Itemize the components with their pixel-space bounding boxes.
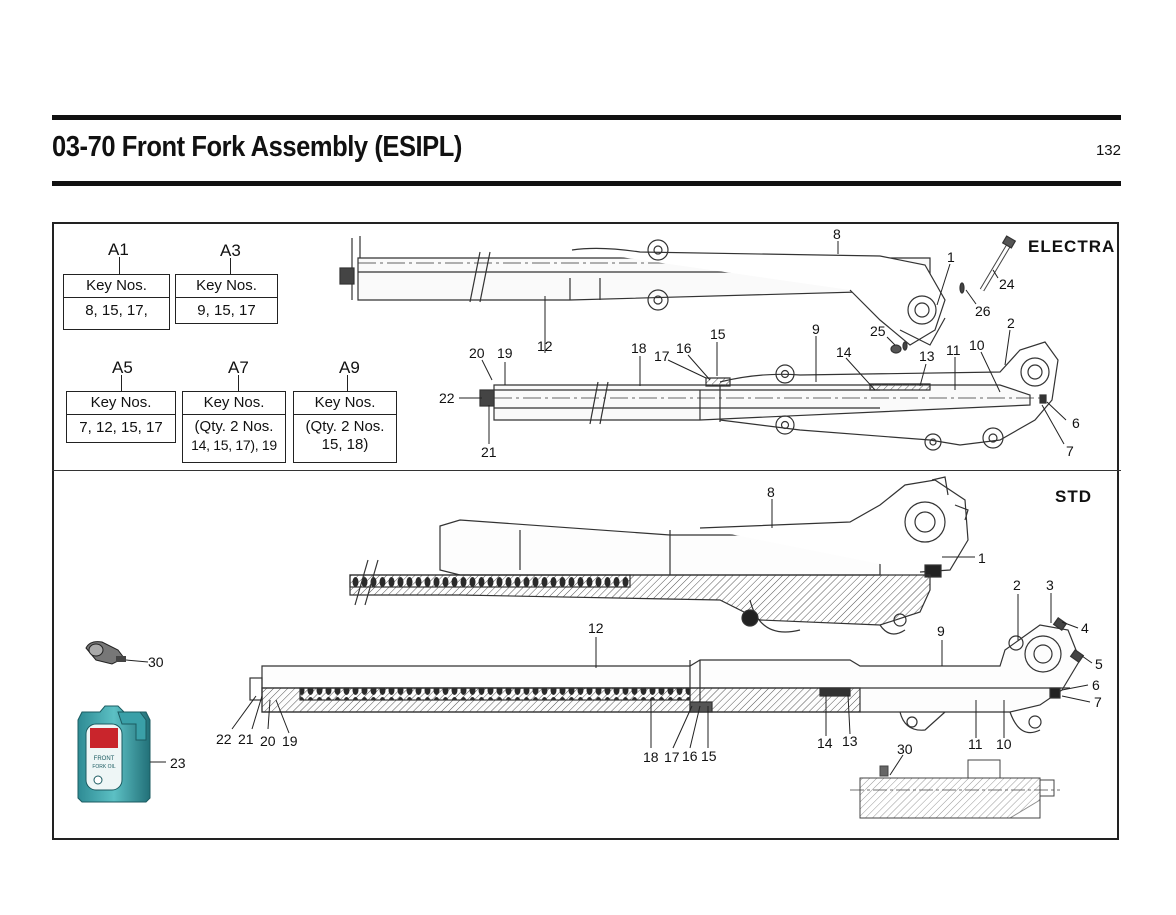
key-box-a3: Key Nos. 9, 15, 17 xyxy=(175,274,278,324)
callout-std-21: 21 xyxy=(238,731,254,747)
callout-std-18: 18 xyxy=(643,749,659,765)
callout-std-4: 4 xyxy=(1081,620,1089,636)
callout-electra-21: 21 xyxy=(481,444,497,460)
callout-electra-19: 19 xyxy=(497,345,513,361)
bottom-rule xyxy=(52,181,1121,186)
electra-inner-tube-assembly xyxy=(479,341,1059,451)
callout-std-14: 14 xyxy=(817,735,833,751)
key-box-value: (Qty. 2 Nos. xyxy=(305,418,385,435)
callout-std-30: 30 xyxy=(148,654,164,670)
oil-can-label-line1: FRONT xyxy=(94,756,115,762)
callout-electra-14: 14 xyxy=(836,344,852,360)
callout-electra-7: 7 xyxy=(1066,443,1074,459)
callout-std-11: 11 xyxy=(968,736,983,752)
key-box-header: Key Nos. xyxy=(176,275,277,298)
assembly-label-a3: A3 xyxy=(220,241,241,260)
callout-std-3: 3 xyxy=(1046,577,1054,593)
callout-electra-2: 2 xyxy=(1007,315,1015,331)
callout-electra-10: 10 xyxy=(969,337,985,353)
oil-can-label-line2: FORK OIL xyxy=(92,764,116,770)
callout-std-30b: 30 xyxy=(897,741,913,757)
callout-electra-1: 1 xyxy=(947,249,955,265)
assembly-leader-a9 xyxy=(347,375,348,392)
key-box-value: 8, 15, 17, xyxy=(85,302,148,319)
assembly-leader-a1 xyxy=(119,257,120,275)
key-box-header: Key Nos. xyxy=(183,392,285,415)
callout-electra-18: 18 xyxy=(631,340,647,356)
callout-std-7: 7 xyxy=(1094,694,1102,710)
std-auxiliary-view xyxy=(850,759,1060,819)
assembly-leader-a5 xyxy=(121,375,122,392)
speedo-drive-part xyxy=(85,641,126,665)
key-box-a9: Key Nos. (Qty. 2 Nos. 15, 18) xyxy=(293,391,397,463)
fork-oil-can: FRONT FORK OIL xyxy=(77,705,151,803)
callout-std-8: 8 xyxy=(767,484,775,500)
key-box-value: 15, 18) xyxy=(321,436,369,453)
callout-std-19: 19 xyxy=(282,733,298,749)
assembly-label-a5: A5 xyxy=(112,358,133,377)
key-box-value: 9, 15, 17 xyxy=(197,302,256,319)
callout-electra-24: 24 xyxy=(999,276,1015,292)
top-rule xyxy=(52,115,1121,120)
callout-std-12: 12 xyxy=(588,620,604,636)
variant-label-std: STD xyxy=(1055,487,1092,506)
callout-std-5: 5 xyxy=(1095,656,1103,672)
callout-std-13: 13 xyxy=(842,733,858,749)
key-box-a7: Key Nos. (Qty. 2 Nos. 14, 15, 17), 19 xyxy=(182,391,286,463)
electra-outer-tube-assembly xyxy=(339,236,946,346)
assembly-leader-a3 xyxy=(230,258,231,275)
assembly-leader-a7 xyxy=(238,375,239,392)
section-divider xyxy=(52,470,1121,471)
callout-std-17: 17 xyxy=(664,749,680,765)
callout-electra-22: 22 xyxy=(439,390,455,406)
callout-std-16: 16 xyxy=(682,748,698,764)
callout-std-6: 6 xyxy=(1092,677,1100,693)
callout-std-10: 10 xyxy=(996,736,1012,752)
diagram-frame xyxy=(52,222,1119,840)
variant-label-electra: ELECTRA xyxy=(1028,237,1116,256)
callout-electra-26: 26 xyxy=(975,303,991,319)
axle-bolt xyxy=(890,235,1017,354)
key-box-header: Key Nos. xyxy=(67,392,175,415)
callout-electra-16: 16 xyxy=(676,340,692,356)
key-box-value: 14, 15, 17), 19 xyxy=(191,437,277,453)
callout-std-23: 23 xyxy=(170,755,186,771)
leader-lines xyxy=(125,241,1093,776)
callout-std-2: 2 xyxy=(1013,577,1021,593)
callout-electra-17: 17 xyxy=(654,348,670,364)
callout-electra-15: 15 xyxy=(710,326,726,342)
assembly-label-a1: A1 xyxy=(108,240,129,259)
page-number: 132 xyxy=(1095,142,1121,159)
callout-electra-11: 11 xyxy=(946,342,961,358)
std-inner-tube-assembly xyxy=(249,617,1085,734)
callout-std-15: 15 xyxy=(701,748,717,764)
callout-std-22: 22 xyxy=(216,731,232,747)
callout-electra-25: 25 xyxy=(870,323,886,339)
key-box-header: Key Nos. xyxy=(294,392,396,415)
callout-numbers: 8 1 24 26 25 2 12 15 9 13 14 11 10 20 19… xyxy=(148,226,1103,771)
callout-electra-6: 6 xyxy=(1072,415,1080,431)
callout-std-20: 20 xyxy=(260,733,276,749)
callout-std-1: 1 xyxy=(978,550,986,566)
key-box-a5: Key Nos. 7, 12, 15, 17 xyxy=(66,391,176,443)
assembly-label-a9: A9 xyxy=(339,358,360,377)
callout-electra-13: 13 xyxy=(919,348,935,364)
key-box-value: 7, 12, 15, 17 xyxy=(79,419,163,436)
page-title: 03-70 Front Fork Assembly (ESIPL) xyxy=(52,131,462,163)
callout-electra-8: 8 xyxy=(833,226,841,242)
std-outer-tube-assembly xyxy=(349,476,969,635)
callout-electra-12: 12 xyxy=(537,338,553,354)
key-box-value: (Qty. 2 Nos. xyxy=(194,418,274,435)
key-box-a1: Key Nos. 8, 15, 17, xyxy=(63,274,170,330)
callout-electra-20: 20 xyxy=(469,345,485,361)
assembly-label-a7: A7 xyxy=(228,358,249,377)
key-box-header: Key Nos. xyxy=(64,275,169,298)
callout-electra-9: 9 xyxy=(812,321,820,337)
callout-std-9: 9 xyxy=(937,623,945,639)
